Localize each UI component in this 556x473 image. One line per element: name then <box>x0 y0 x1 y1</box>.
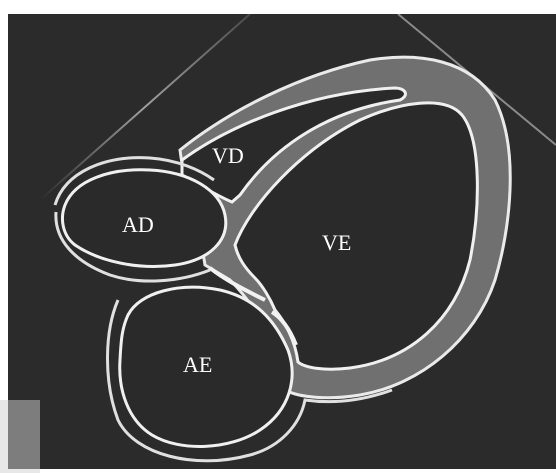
label-left-atrium: AE <box>183 352 212 377</box>
label-left-ventricle: VE <box>322 230 351 255</box>
label-right-ventricle: VD <box>212 143 244 168</box>
lower-left-fade <box>0 400 40 473</box>
label-right-atrium: AD <box>122 212 154 237</box>
